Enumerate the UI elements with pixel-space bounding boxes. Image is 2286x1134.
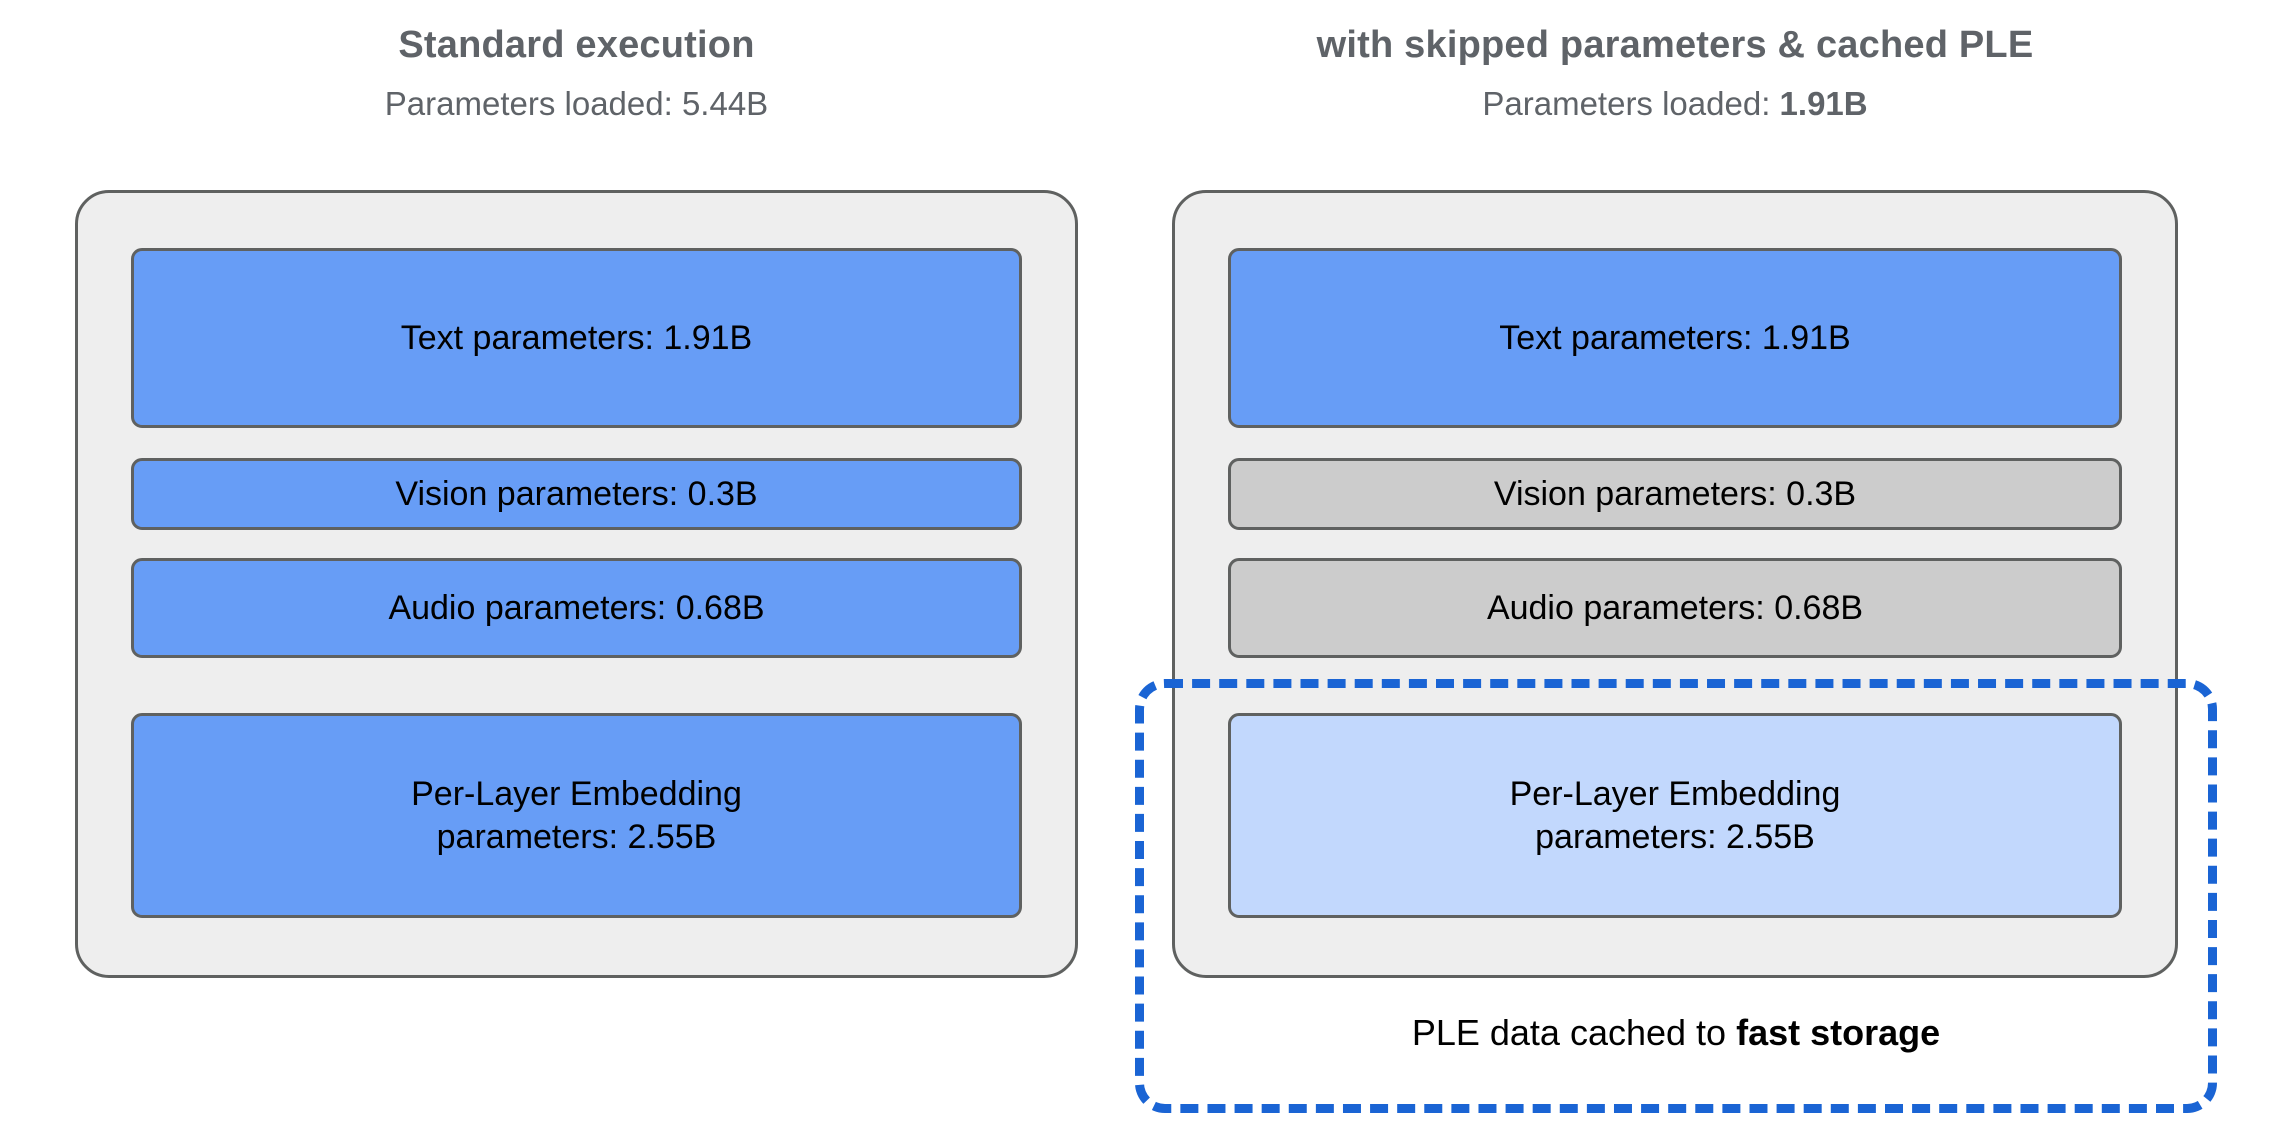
column-subtitle-standard-prefix: Parameters loaded: (384, 85, 682, 122)
block-text-parameters-standard: Text parameters: 1.91B (131, 248, 1022, 428)
block-vision-parameters-optimized: Vision parameters: 0.3B (1228, 458, 2122, 530)
cache-region-caption-emphasis: fast storage (1736, 1012, 1941, 1053)
column-header-skipped-cached: with skipped parameters & cached PLE Par… (1172, 22, 2178, 126)
block-audio-parameters-standard: Audio parameters: 0.68B (131, 558, 1022, 658)
block-audio-parameters-optimized: Audio parameters: 0.68B (1228, 558, 2122, 658)
block-audio-parameters-standard-label: Audio parameters: 0.68B (388, 588, 765, 627)
block-audio-parameters-optimized-label: Audio parameters: 0.68B (1486, 588, 1864, 627)
column-title-standard: Standard execution (398, 24, 755, 66)
column-title-skipped-cached: with skipped parameters & cached PLE (1316, 24, 2034, 66)
block-vision-parameters-standard: Vision parameters: 0.3B (131, 458, 1022, 530)
column-subtitle-standard: Parameters loaded: 5.44B (75, 82, 1078, 126)
panel-standard-execution: Text parameters: 1.91B Vision parameters… (75, 190, 1078, 978)
block-vision-parameters-standard-label: Vision parameters: 0.3B (395, 474, 758, 513)
block-text-parameters-optimized-label: Text parameters: 1.91B (1499, 318, 1851, 357)
block-vision-parameters-optimized-label: Vision parameters: 0.3B (1493, 474, 1857, 513)
cache-region-caption: PLE data cached to fast storage (1135, 1010, 2217, 1056)
column-subtitle-standard-value: 5.44B (681, 85, 769, 122)
column-header-standard: Standard execution Parameters loaded: 5.… (75, 22, 1078, 126)
column-subtitle-skipped-cached-prefix: Parameters loaded: (1482, 85, 1780, 122)
panel-skipped-cached: Text parameters: 1.91B Vision parameters… (1172, 190, 2178, 978)
block-text-parameters-standard-label: Text parameters: 1.91B (400, 318, 753, 357)
column-subtitle-skipped-cached-value: 1.91B (1779, 85, 1868, 122)
cache-region-caption-prefix: PLE data cached to (1411, 1012, 1737, 1053)
block-text-parameters-optimized: Text parameters: 1.91B (1228, 248, 2122, 428)
column-subtitle-skipped-cached: Parameters loaded: 1.91B (1172, 82, 2178, 126)
